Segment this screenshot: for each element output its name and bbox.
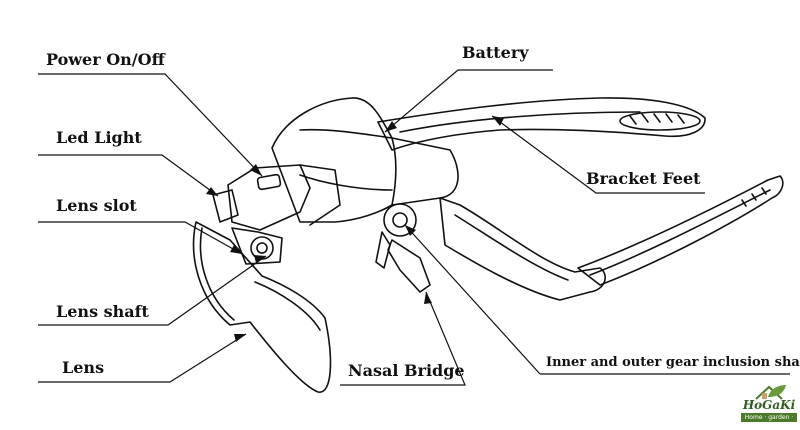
lens-slot-leader [38,221,243,255]
power-button [256,173,282,191]
lens-edge [199,227,235,321]
battery-arrow [385,121,397,132]
power-leader [38,73,263,177]
gear-arrow [405,225,416,236]
side-band [439,197,606,301]
label-led-light: Led Light [56,128,142,147]
label-power: Power On/Off [46,50,165,69]
light-module [227,164,311,231]
power-arrow [250,164,262,176]
battery-housing [271,97,459,223]
label-lens: Lens [62,358,105,377]
lens-edge-2 [254,281,321,331]
upper-arm-grip [619,111,701,131]
lens-arrow [234,334,246,342]
lens-slot-block [231,227,283,265]
battery-leader [384,69,553,133]
upper-arm [377,97,706,151]
light-module-side [299,164,341,226]
lens-shaft-hub [256,242,268,254]
nasal-leader [340,291,466,386]
label-battery: Battery [462,43,529,62]
lens-slot-arrow [230,245,242,254]
led-arrow [206,187,218,196]
house-leaf-icon [755,385,786,400]
led-leader [38,154,219,197]
logo-name: HoGaKi [742,398,796,412]
nasal-arrow [424,292,432,304]
nose-pad-left [375,231,391,269]
lens-plate [192,221,332,393]
lens-leader [38,333,247,383]
lens-shaft-leader [38,255,267,326]
label-lens-slot: Lens slot [56,196,137,215]
gear-leader [404,224,790,375]
bracket-arrow [492,116,504,126]
bracket-leader [491,115,705,194]
hogaki-logo: HoGaKi Home · garden · kitchen [740,381,798,430]
upper-arm-seam [399,111,641,133]
lens-shaft-arrow [254,255,266,263]
light-window [212,189,239,223]
label-bracket-feet: Bracket Feet [586,169,701,188]
bracket-arm-seam [589,189,771,276]
logo-tagline: Home · garden · kitchen [741,413,797,430]
battery-seam [299,128,393,139]
battery-seam-3 [299,174,393,191]
bracket-notches [741,187,767,207]
bracket-arm [577,175,784,286]
gear-outer [383,203,417,237]
nasal-bridge-arm [387,239,431,293]
label-lens-shaft: Lens shaft [56,302,149,321]
label-nasal-bridge: Nasal Bridge [348,361,465,380]
gear-inner [392,212,408,228]
grip-lines [629,113,685,125]
side-band-seam [454,214,569,281]
battery-seam-2 [391,137,397,206]
label-gear-shaft: Inner and outer gear inclusion shaft [546,355,800,370]
